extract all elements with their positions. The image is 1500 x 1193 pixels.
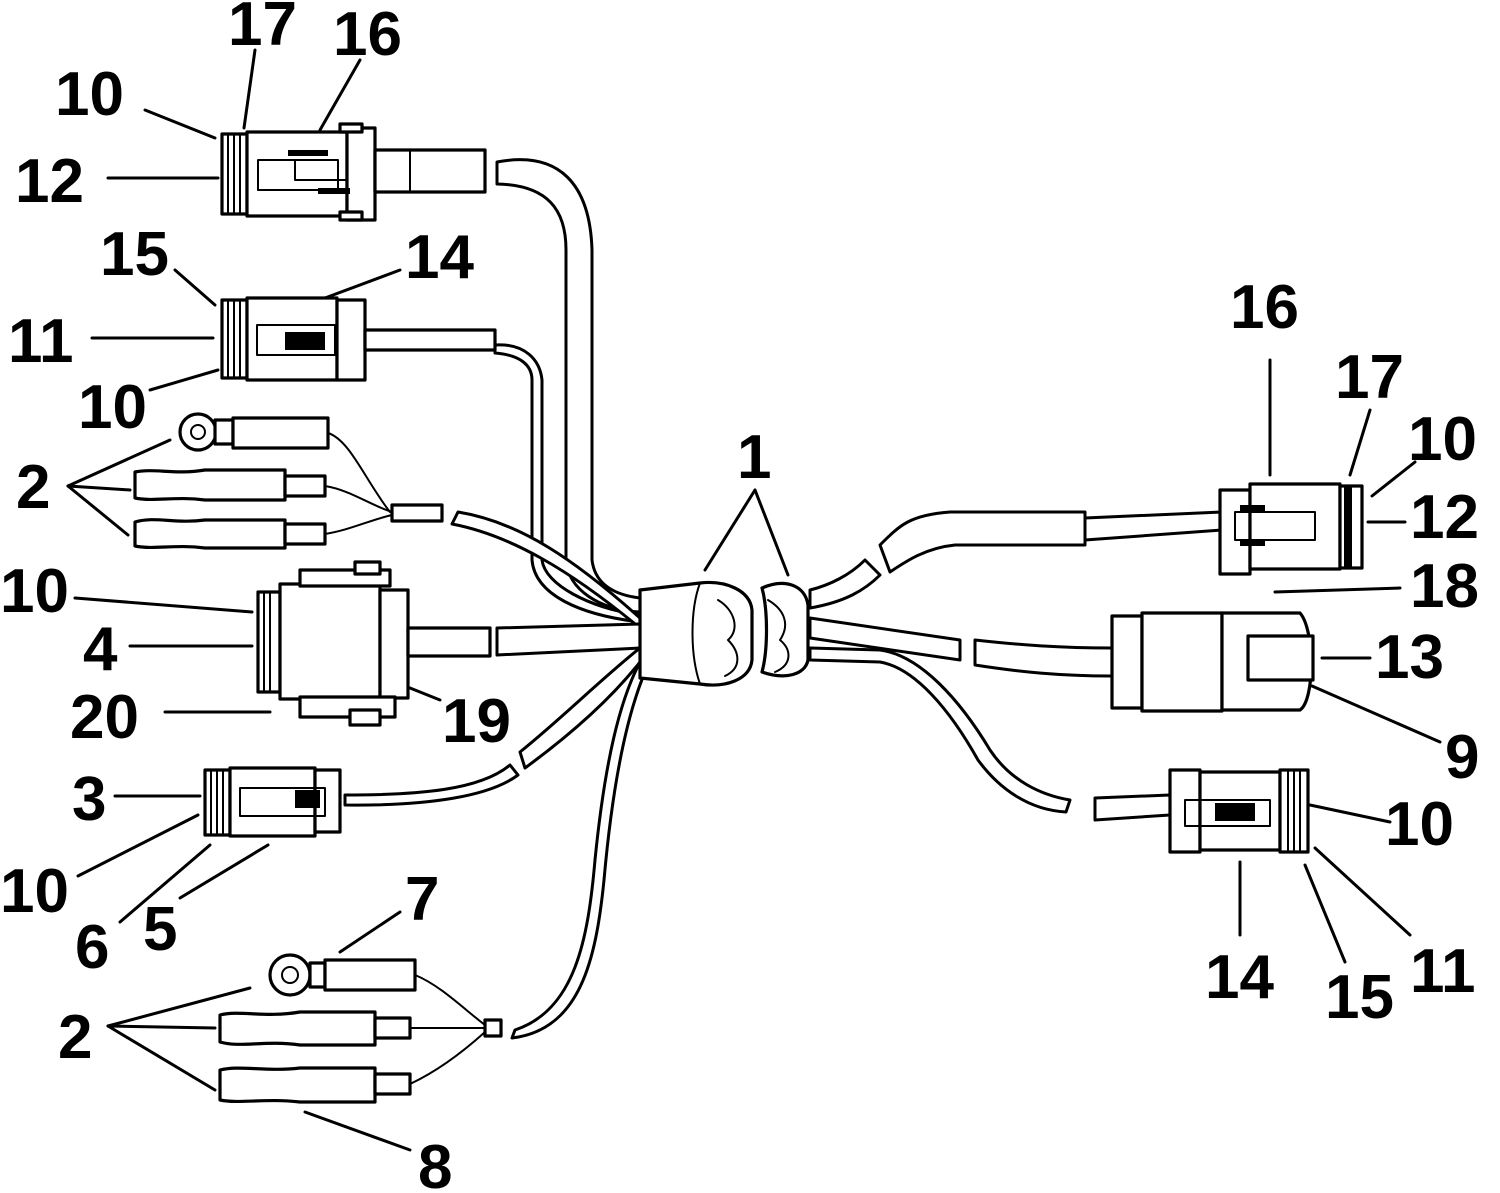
callout-16-left: 16 <box>333 0 402 69</box>
terminal-group-bottom <box>218 953 503 1104</box>
callout-4: 4 <box>83 615 118 684</box>
callout-10-upper-left: 10 <box>55 60 124 129</box>
callout-17-left: 17 <box>228 0 297 59</box>
callout-9: 9 <box>1445 723 1479 792</box>
callout-11-right: 11 <box>1410 937 1476 1006</box>
callout-16-right: 16 <box>1230 273 1299 342</box>
harness-wires <box>343 158 1224 1040</box>
callout-3: 3 <box>72 765 106 834</box>
callout-14-right: 14 <box>1205 943 1274 1012</box>
callout-20: 20 <box>70 683 139 752</box>
callout-18: 18 <box>1410 552 1479 621</box>
callout-10-right-upper: 10 <box>1408 405 1477 474</box>
callout-11-left: 11 <box>8 307 74 376</box>
leader-lines <box>66 48 1442 1152</box>
callout-6: 6 <box>75 913 109 982</box>
callout-2-bottom: 2 <box>58 1003 92 1072</box>
callout-15-left: 15 <box>100 220 169 289</box>
terminal-group-top <box>133 412 444 550</box>
callout-10-left-second: 10 <box>78 373 147 442</box>
callout-8: 8 <box>418 1133 452 1193</box>
callout-12-right: 12 <box>1410 483 1479 552</box>
connector-upper-left <box>220 122 487 222</box>
connector-right-lower <box>1168 768 1310 854</box>
connector-18 <box>1110 611 1315 713</box>
callout-5: 5 <box>143 895 177 964</box>
callout-10-right-lower: 10 <box>1385 790 1454 859</box>
callout-12-left: 12 <box>15 147 84 216</box>
callout-14-left: 14 <box>405 223 474 292</box>
connector-right-upper <box>1218 482 1364 576</box>
callout-2-top: 2 <box>16 453 50 522</box>
callout-10-connector-4: 10 <box>0 557 69 626</box>
callout-10-connector-3: 10 <box>0 857 69 926</box>
callout-19: 19 <box>442 687 511 756</box>
harness-sleeve-hub <box>638 580 810 687</box>
callout-15-right: 15 <box>1325 963 1394 1032</box>
callout-1: 1 <box>737 423 771 492</box>
callout-7: 7 <box>405 865 439 934</box>
callout-17-right: 17 <box>1335 343 1404 412</box>
connector-left-second <box>220 296 497 382</box>
callout-13: 13 <box>1375 623 1444 692</box>
connector-3 <box>203 766 342 838</box>
connector-4-large <box>256 560 492 727</box>
